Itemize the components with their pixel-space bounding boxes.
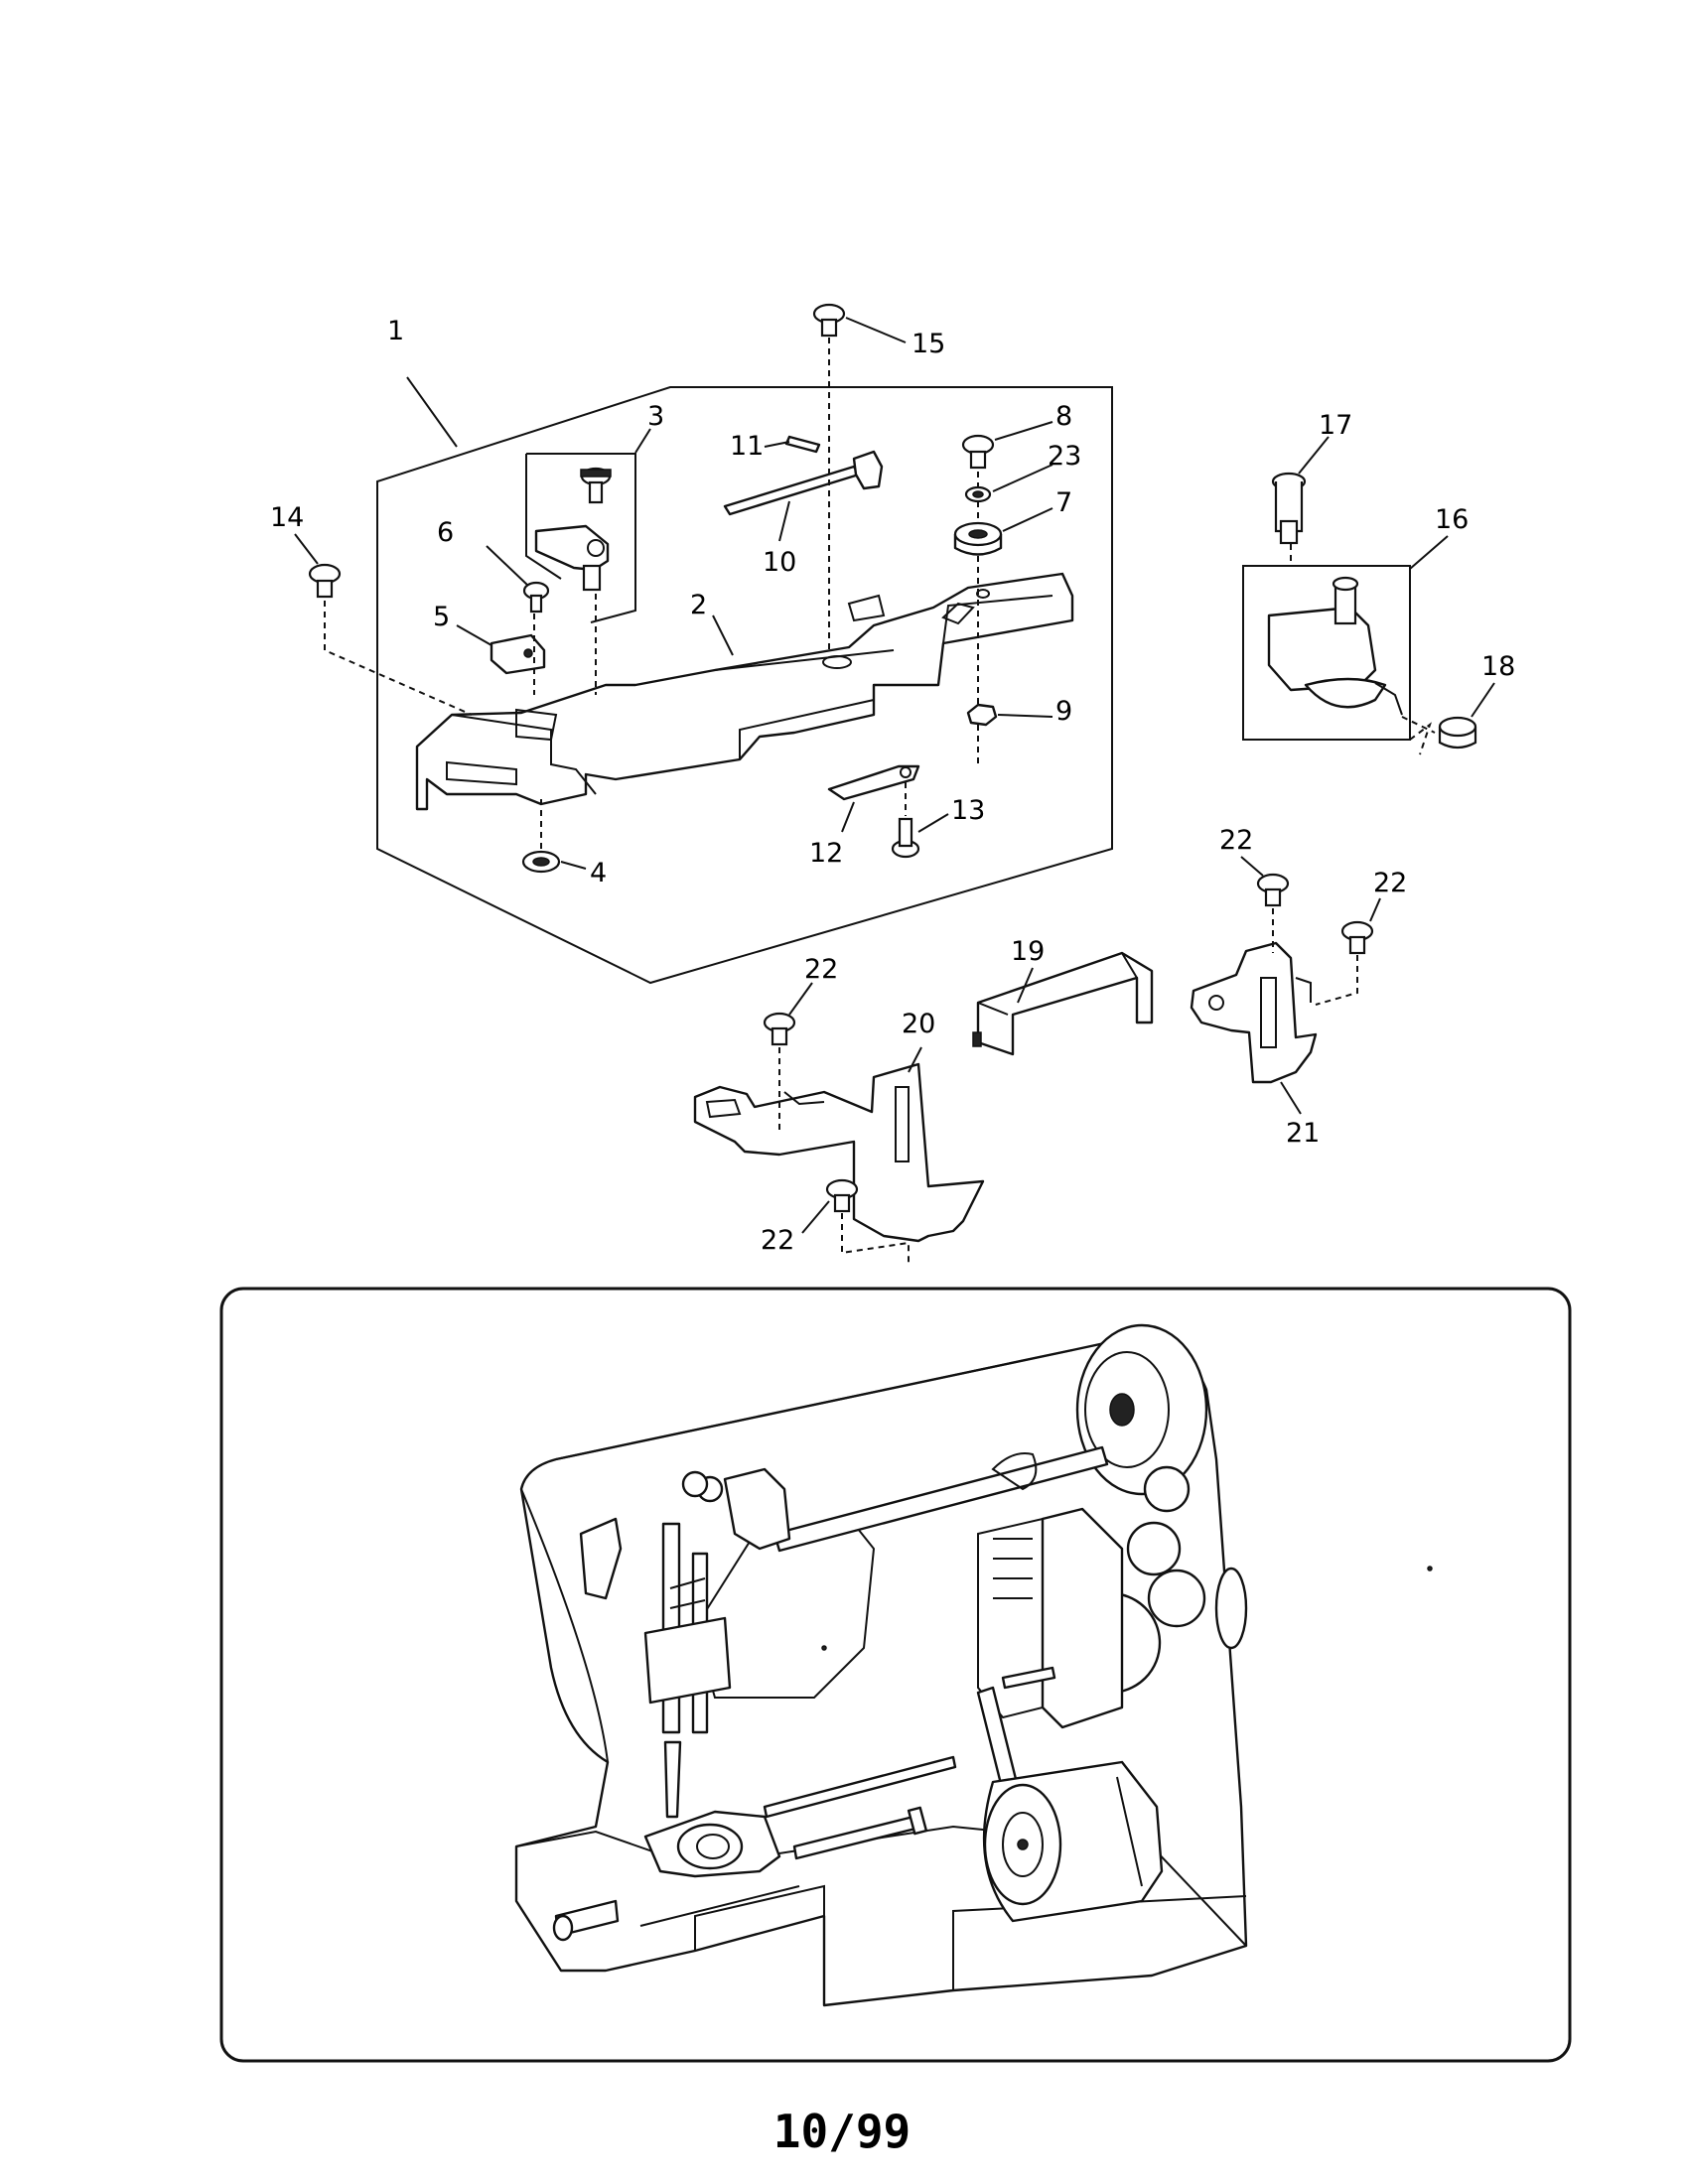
part-17 xyxy=(1271,472,1307,545)
base-plate xyxy=(415,572,1074,811)
part-22-a xyxy=(1256,873,1290,907)
callout-16: 16 xyxy=(1435,504,1469,535)
handwheel xyxy=(1075,1323,1248,1650)
motor xyxy=(982,1760,1164,1923)
part-13 xyxy=(891,817,920,859)
callout-1: 1 xyxy=(387,316,404,346)
shuttle-assembly xyxy=(643,1810,781,1878)
callout-20: 20 xyxy=(902,1009,935,1039)
callout-19: 19 xyxy=(1011,936,1045,967)
part-6 xyxy=(522,581,550,614)
main-shaft xyxy=(772,1445,1109,1553)
callout-22-c: 22 xyxy=(804,954,838,985)
callout-labels: 1 2 3 4 5 6 7 8 9 10 11 12 13 14 15 16 1… xyxy=(270,316,1515,1256)
alignment-lines-lower xyxy=(778,908,1358,1266)
callout-17: 17 xyxy=(1319,410,1352,441)
part-8 xyxy=(961,434,995,470)
callout-12: 12 xyxy=(809,838,843,869)
part-4 xyxy=(521,850,561,874)
callout-22-a: 22 xyxy=(1219,825,1253,856)
callout-4: 4 xyxy=(590,858,607,888)
part-21 xyxy=(1190,941,1318,1084)
callout-7: 7 xyxy=(1055,487,1072,518)
callout-13: 13 xyxy=(951,795,985,826)
needle-mechanism xyxy=(579,1467,791,1819)
callout-22-d: 22 xyxy=(761,1225,794,1256)
callout-15: 15 xyxy=(912,329,945,359)
callout-23: 23 xyxy=(1048,441,1081,472)
page-date-code: 10/99 xyxy=(772,2105,912,2158)
callout-10: 10 xyxy=(763,547,796,578)
callout-22-b: 22 xyxy=(1373,868,1407,898)
part-3 xyxy=(534,467,612,592)
part-19 xyxy=(976,951,1154,1056)
part-22-b xyxy=(1340,920,1374,955)
part-11 xyxy=(784,435,821,454)
part-5 xyxy=(490,633,546,675)
callout-2: 2 xyxy=(690,590,707,620)
callout-5: 5 xyxy=(433,602,450,632)
part-15 xyxy=(812,303,846,338)
alignment-lines xyxy=(324,338,979,849)
callout-8: 8 xyxy=(1055,401,1072,432)
part-20 xyxy=(693,1062,985,1243)
assembly-box-1 xyxy=(376,386,1113,985)
gear-train xyxy=(977,1465,1206,1729)
leader-lines xyxy=(294,317,1495,1234)
part-22-d xyxy=(825,1178,859,1213)
part-14 xyxy=(308,563,342,599)
callout-18: 18 xyxy=(1481,651,1515,682)
part-9 xyxy=(966,703,998,727)
callout-6: 6 xyxy=(437,517,454,548)
callout-3: 3 xyxy=(647,401,664,432)
part-10 xyxy=(723,465,861,516)
assembly-box-3 xyxy=(525,453,636,623)
part-23 xyxy=(964,485,992,503)
callout-14: 14 xyxy=(270,502,304,533)
part-12 xyxy=(827,764,920,801)
part-7 xyxy=(953,521,1003,556)
callout-11: 11 xyxy=(730,431,764,462)
exploded-view: 1 2 3 4 5 6 7 8 9 10 11 12 13 14 15 16 1… xyxy=(270,303,1515,1266)
part-22-c xyxy=(763,1012,796,1046)
machine-overview-panel xyxy=(219,1287,1572,2063)
callout-21: 21 xyxy=(1286,1118,1320,1149)
callout-9: 9 xyxy=(1055,696,1072,727)
part-18 xyxy=(1401,716,1477,755)
lower-shafts xyxy=(552,1755,957,1942)
part-16 xyxy=(1242,544,1411,741)
